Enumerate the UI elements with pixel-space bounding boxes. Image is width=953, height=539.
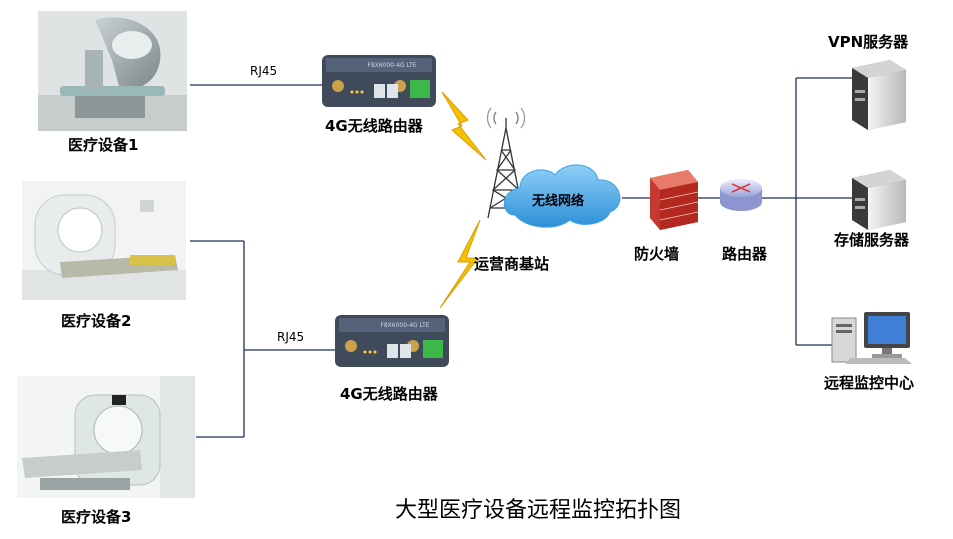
medical-device-3-image — [17, 376, 195, 498]
storage-server-icon — [852, 170, 906, 230]
medical-device-1-label: 医疗设备1 — [68, 136, 139, 154]
tower-label: 运营商基站 — [474, 255, 550, 273]
firewall-label: 防火墙 — [634, 245, 680, 263]
lightning-icon-upper — [441, 91, 487, 161]
router-panel-text-2: F8X6000-4G LTE — [380, 322, 429, 329]
router-label: 路由器 — [722, 245, 768, 263]
monitoring-workstation-icon — [831, 312, 912, 364]
vpn-server-label: VPN服务器 — [828, 33, 909, 51]
vpn-server-icon — [852, 60, 906, 130]
link-label-rj45-2: RJ45 — [277, 330, 305, 344]
medical-device-2-image — [22, 181, 186, 300]
wireless-signal-icons — [439, 91, 487, 309]
router-4g-1-label: 4G无线路由器 — [325, 117, 423, 135]
cloud-icon — [503, 164, 621, 228]
diagram-title: 大型医疗设备远程监控拓扑图 — [395, 498, 682, 523]
lightning-icon-lower — [439, 219, 481, 309]
router-4g-2-label: 4G无线路由器 — [340, 385, 438, 403]
router-4g-1-icon: F8X6000-4G LTE — [322, 55, 436, 107]
medical-device-3-label: 医疗设备3 — [61, 508, 132, 526]
cloud-label: 无线网络 — [532, 194, 585, 209]
firewall-icon — [650, 170, 699, 230]
router-panel-text: F8X6000-4G LTE — [367, 62, 416, 69]
connection-lines — [190, 77, 852, 438]
link-label-rj45-1: RJ45 — [250, 64, 278, 78]
storage-server-label: 存储服务器 — [834, 231, 910, 249]
medical-device-1-image — [38, 11, 187, 131]
monitoring-center-label: 远程监控中心 — [824, 374, 915, 392]
cell-tower-icon — [486, 107, 526, 219]
router-4g-2-icon: F8X6000-4G LTE — [335, 315, 449, 367]
medical-device-2-label: 医疗设备2 — [61, 312, 132, 330]
router-icon — [720, 179, 762, 211]
